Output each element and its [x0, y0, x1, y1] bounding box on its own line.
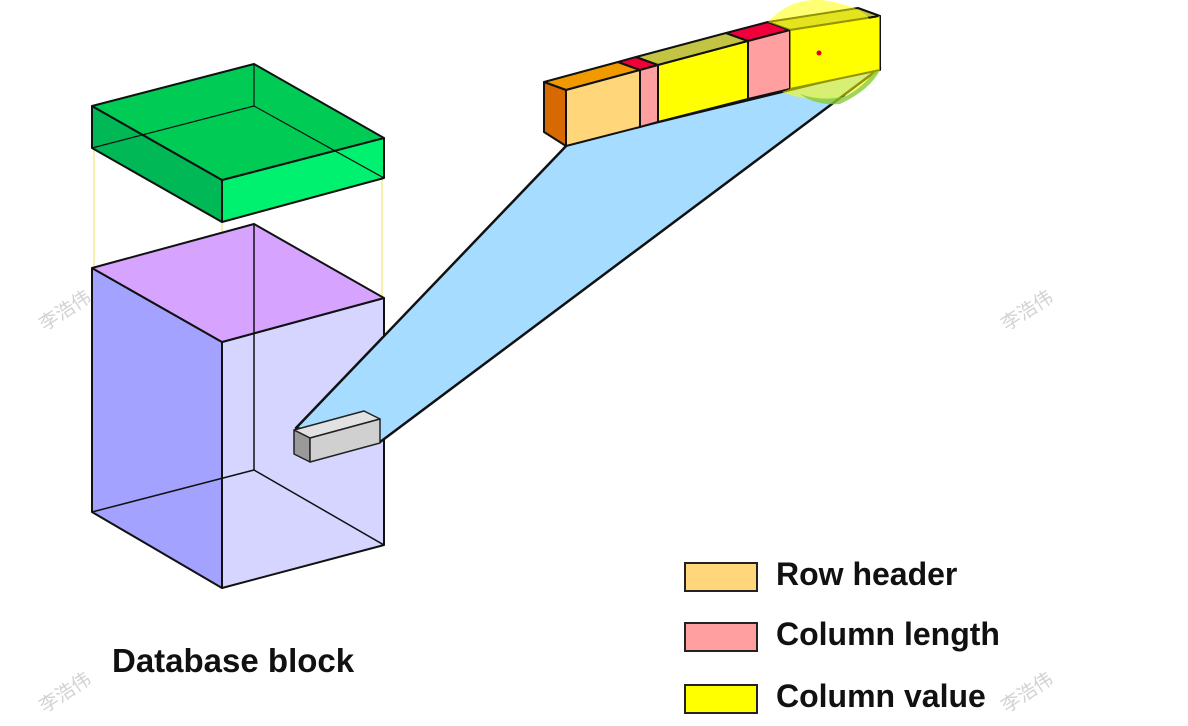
row-header-label: Row header — [776, 556, 958, 592]
row-header-end — [543, 81, 567, 147]
database-block-cube — [91, 223, 385, 589]
column-length-label: Column length — [776, 616, 1000, 652]
cursor-highlight — [768, 0, 880, 105]
column-length-swatch — [684, 622, 758, 652]
cube-top-face — [91, 223, 385, 343]
row-front — [309, 418, 381, 463]
column-length-front-1 — [639, 64, 659, 128]
row-in-block — [293, 410, 381, 463]
cursor-dot — [816, 50, 822, 56]
row-header-swatch — [684, 562, 758, 592]
column-value-label: Column value — [776, 678, 986, 714]
block-cover-slab — [91, 63, 385, 223]
column-length-front-2 — [747, 29, 791, 100]
cover-top-face — [91, 63, 385, 181]
legend-item-column-length: Column length — [684, 616, 1124, 656]
legend-item-column-value: Column value — [684, 678, 1124, 718]
column-value-swatch — [684, 684, 758, 714]
database-block-caption: Database block — [112, 642, 355, 679]
legend-item-row-header: Row header — [684, 556, 1124, 596]
